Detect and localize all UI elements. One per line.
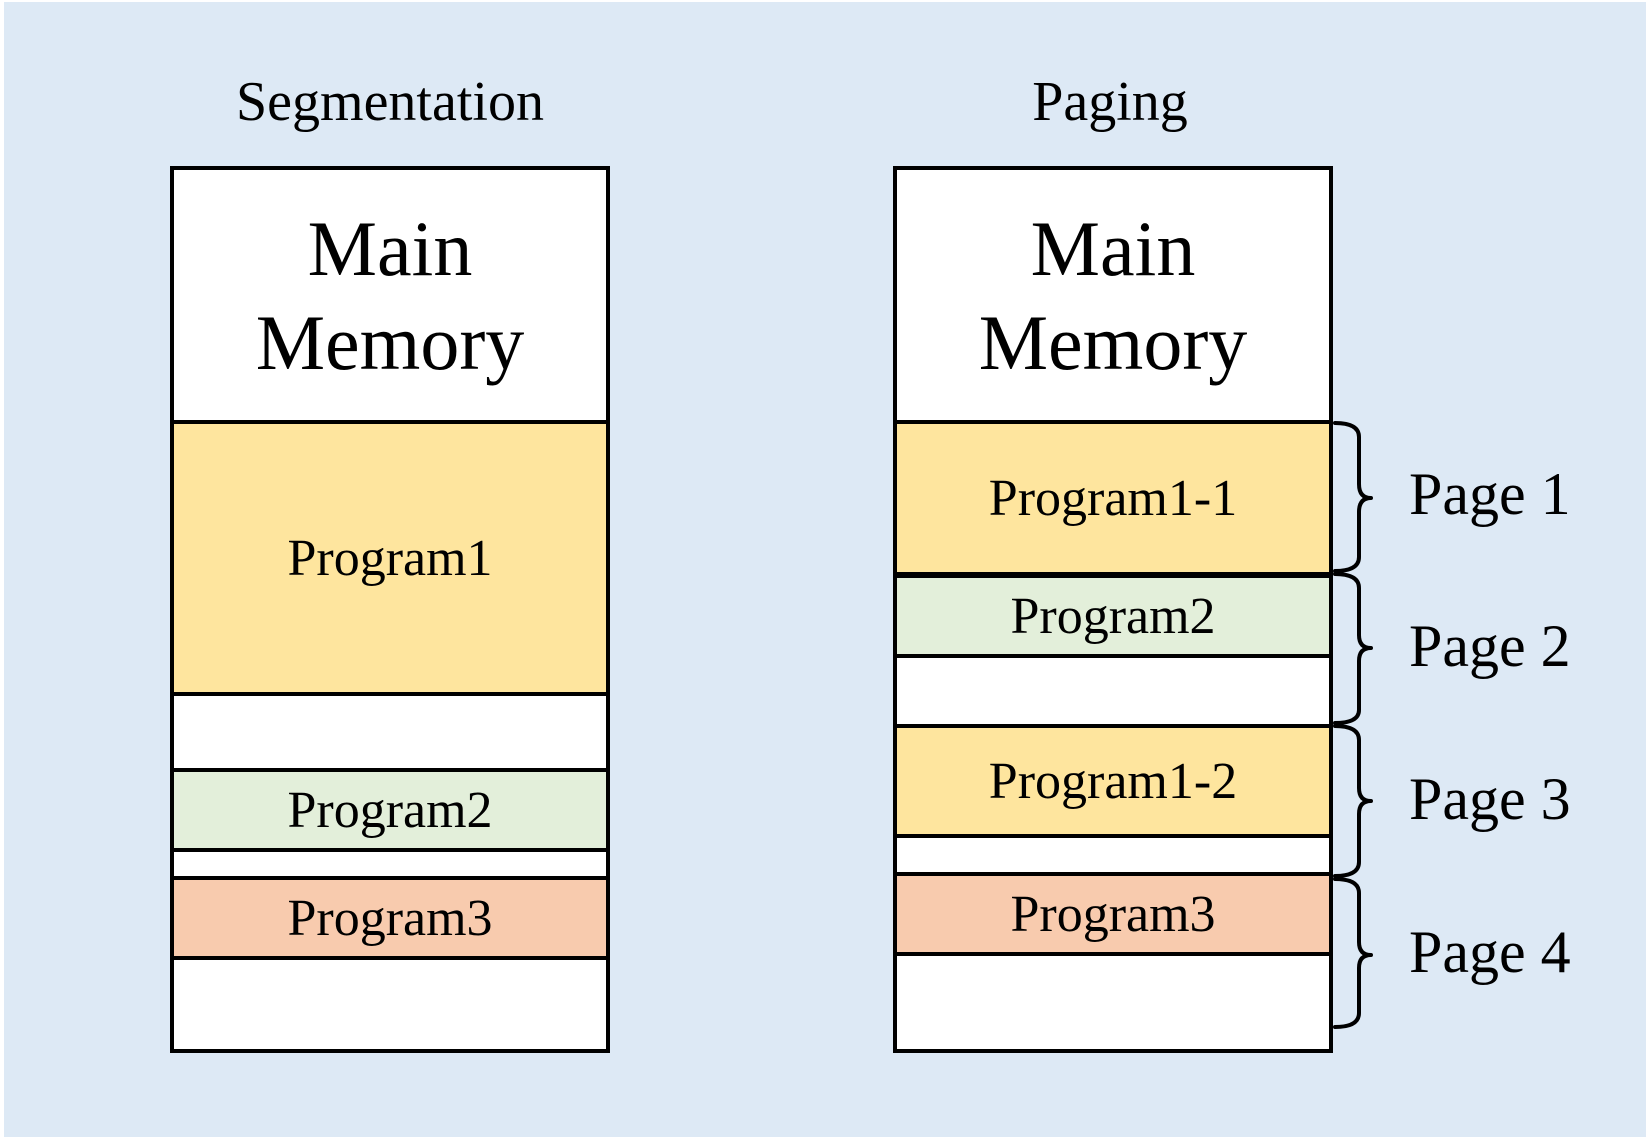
segmentation-free-space [174, 696, 606, 770]
paging-free-space [897, 838, 1329, 874]
main-memory-label-line1: Main [1030, 205, 1196, 293]
segmentation-program2-block: Program2 [174, 768, 606, 852]
segmentation-main-memory-header: Main Memory [174, 170, 606, 422]
page-2-label: Page 2 [1409, 613, 1571, 679]
segmentation-memory-column: Main Memory Program1 Program2 Program3 [170, 166, 610, 1053]
page-frame-label: Program3 [1010, 885, 1216, 943]
paging-title: Paging [1032, 71, 1188, 133]
segmentation-free-space [174, 960, 606, 1049]
paging-program2-block: Program2 [897, 574, 1329, 658]
page-3-brace [1333, 724, 1373, 878]
page-3-label: Page 3 [1409, 766, 1571, 832]
page-frame-label: Program2 [1010, 587, 1216, 645]
segment-label: Program3 [287, 889, 493, 947]
page-frame-label: Program1-2 [988, 752, 1238, 810]
page-1-brace [1333, 421, 1373, 573]
page-2-brace [1333, 572, 1373, 725]
paging-program1-2-block: Program1-2 [897, 724, 1329, 838]
paging-memory-column: Main Memory Program1-1 Program2 Program1… [893, 166, 1333, 1053]
segmentation-title: Segmentation [236, 71, 544, 133]
paging-main-memory-header: Main Memory [897, 170, 1329, 422]
main-memory-label-line1: Main [307, 205, 473, 293]
page-4-brace [1333, 877, 1373, 1029]
page-frame-label: Program1-1 [988, 469, 1238, 527]
segment-label: Program2 [287, 781, 493, 839]
segmentation-free-space [174, 852, 606, 878]
main-memory-label-line2: Memory [978, 299, 1248, 386]
paging-free-space [897, 956, 1329, 1049]
main-memory-label-line2: Memory [255, 299, 525, 386]
paging-program3-block: Program3 [897, 872, 1329, 956]
segment-label: Program1 [287, 529, 493, 587]
page-1-label: Page 1 [1409, 461, 1571, 527]
segmentation-program3-block: Program3 [174, 876, 606, 960]
page-4-label: Page 4 [1409, 919, 1571, 985]
segmentation-program1-block: Program1 [174, 420, 606, 696]
